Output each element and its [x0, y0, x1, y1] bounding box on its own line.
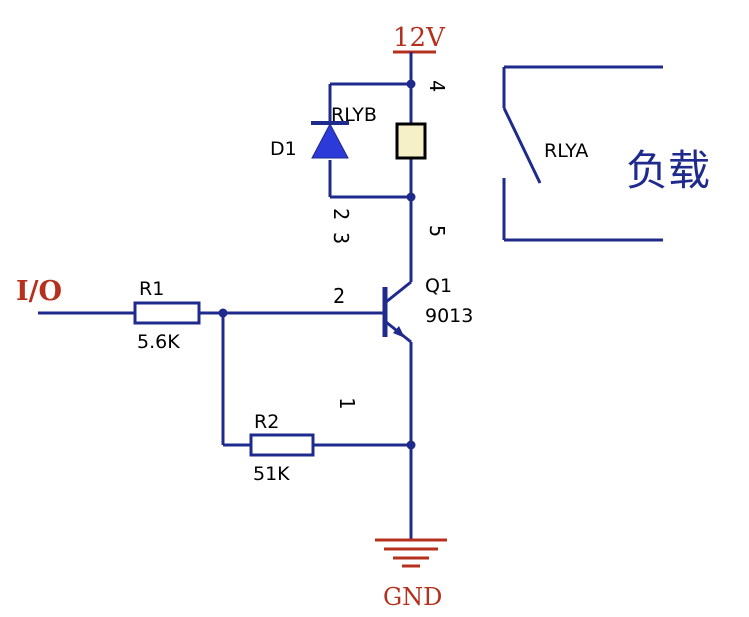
npn-transistor-icon [382, 280, 412, 344]
pin-emitter: 1 [335, 397, 359, 409]
supply-12v: 12V [393, 23, 446, 84]
r2-ref: R2 [254, 411, 279, 433]
pin-coil-bottom: 5 [425, 225, 449, 237]
supply-label: 12V [393, 23, 446, 53]
coil-body [395, 122, 427, 160]
pin-coil-top: 4 [425, 80, 449, 92]
pin-base: 2 [333, 284, 345, 308]
relay-coil-ref: RLYB [331, 104, 377, 126]
switch-blade [502, 107, 542, 184]
transistor-emitter-arrow [393, 326, 405, 338]
pin-diode: 2 3 [329, 208, 353, 244]
ground-icon [375, 538, 447, 568]
junction-top [406, 79, 416, 89]
relay-coil-icon [395, 122, 427, 160]
diode-triangle [311, 122, 349, 159]
resistor-r2 [249, 433, 315, 457]
r1-value: 5.6K [137, 331, 180, 353]
load-label: 负载 [626, 146, 710, 195]
resistor-r2-body [249, 433, 315, 457]
io-label: I/O [16, 276, 62, 307]
resistor-r1-body [133, 301, 201, 325]
resistor-r1 [133, 301, 201, 325]
transistor-value: 9013 [425, 305, 473, 327]
r1-ref: R1 [139, 278, 164, 300]
transistor-collector-leg [385, 280, 412, 304]
ground-label: GND [383, 583, 442, 611]
transistor-ref: Q1 [425, 275, 452, 297]
relay-switch-ref: RLYA [544, 140, 588, 162]
diode-ref: D1 [270, 138, 297, 160]
diode-icon [311, 121, 349, 159]
relay-switch-icon [502, 65, 663, 242]
r2-value: 51K [253, 463, 290, 485]
coil-diode-loop [328, 79, 416, 202]
